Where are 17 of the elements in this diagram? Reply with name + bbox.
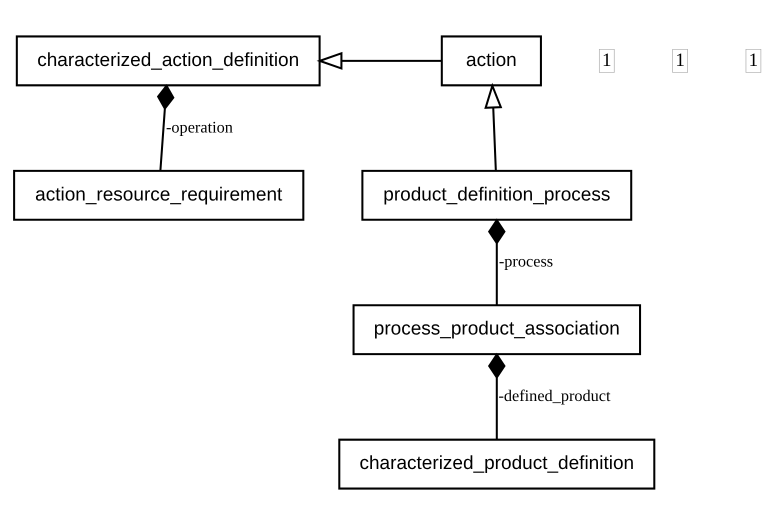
node-box: action_resource_requirement (13, 169, 304, 220)
label: 1 (748, 49, 758, 70)
label: 1 (602, 49, 612, 70)
edge-label: -defined_product (498, 386, 611, 405)
node-box: characterized_action_definition (16, 34, 321, 86)
connector (488, 352, 506, 439)
node-box: action (440, 34, 542, 86)
label: 1 (675, 49, 685, 70)
arrow (484, 82, 502, 170)
connector (488, 218, 506, 304)
connector (156, 83, 174, 170)
node-box: characterized_product_definition (338, 438, 656, 490)
arrow (316, 51, 442, 70)
node-box: process_product_association (352, 304, 642, 355)
edge-label: -process (498, 251, 554, 270)
edge-label: -operation (166, 116, 233, 136)
node-box: product_definition_process (361, 169, 632, 220)
